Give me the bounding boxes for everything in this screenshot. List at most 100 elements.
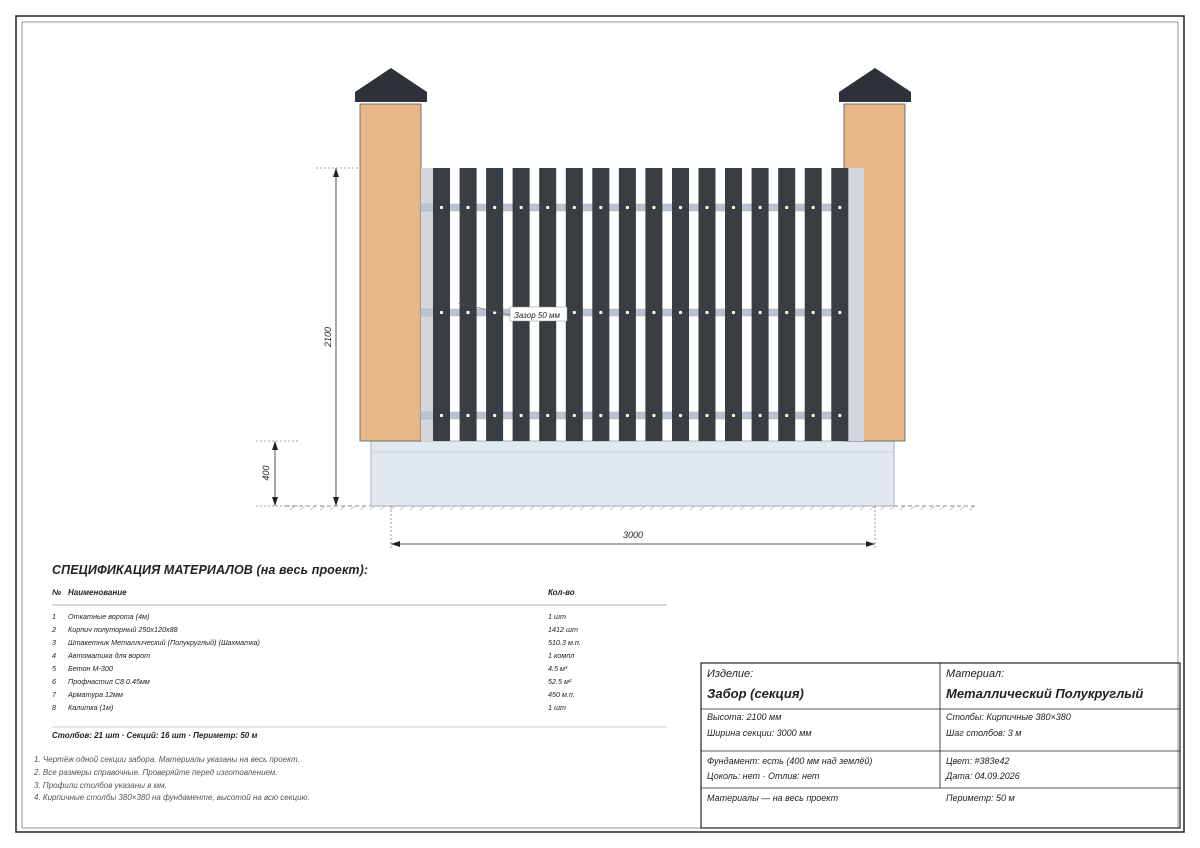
hatch-stroke — [749, 505, 756, 511]
hatch-stroke — [889, 505, 896, 511]
hatch-stroke — [549, 505, 556, 511]
spec-col-qty: Кол-во — [548, 588, 575, 597]
rivet — [652, 310, 656, 315]
rivet — [785, 310, 789, 315]
hatch-stroke — [849, 505, 856, 511]
rivet — [758, 413, 762, 418]
rivet — [625, 310, 630, 315]
hatch-stroke — [679, 505, 686, 511]
hatch-stroke — [919, 505, 926, 511]
dim-base-label: 400 — [261, 465, 271, 480]
hatch-stroke — [329, 505, 336, 511]
picket — [565, 168, 583, 441]
hatch-stroke — [379, 505, 386, 511]
rivet — [439, 413, 444, 418]
hatch-stroke — [439, 505, 446, 511]
gap-leader — [457, 302, 511, 316]
hatch-stroke — [789, 505, 796, 511]
hatch-stroke — [459, 505, 466, 511]
title-block-grid — [700, 662, 1181, 829]
tb-material-label: Материал: — [946, 668, 1005, 680]
row-num: 4 — [52, 651, 56, 660]
rivet — [785, 205, 789, 210]
rivet — [493, 205, 497, 210]
hatch-stroke — [729, 505, 736, 511]
row-qty: 1412 шт — [548, 625, 578, 634]
tb-posts: Столбы: Кирпичные 380×380 — [946, 712, 1071, 722]
spec-col-num: № — [52, 588, 62, 597]
row-num: 6 — [52, 677, 56, 686]
picket — [672, 168, 689, 441]
table-row: 4 Автоматика для ворот 1 компл — [0, 651, 700, 664]
rivet — [705, 205, 709, 210]
picket — [751, 168, 769, 441]
dimension-height: 2100 — [316, 167, 360, 506]
hatch-stroke — [539, 505, 546, 511]
dimension-base: 400 — [256, 440, 300, 507]
row-num: 8 — [52, 703, 56, 712]
rivet — [678, 310, 683, 315]
rivet — [466, 205, 470, 210]
tb-product-label: Изделие: — [707, 668, 754, 680]
hatch-stroke — [959, 505, 966, 511]
hatch-stroke — [629, 505, 636, 511]
hatch-stroke — [669, 505, 676, 511]
row-name: Откатные ворота (4м) — [68, 612, 150, 621]
hatch-stroke — [969, 505, 976, 511]
table-row: 2 Кирпич полуторный 250x120x88 1412 шт — [0, 625, 700, 638]
hatch-stroke — [479, 505, 486, 511]
hatch-stroke — [369, 505, 376, 511]
hatch-stroke — [879, 505, 886, 511]
row-qty: 1 шт — [548, 612, 566, 621]
left-post-cap — [355, 68, 427, 102]
note-3: 3. Профили столбов указаны в мм. — [34, 781, 167, 790]
picket — [618, 168, 636, 441]
row-qty: 510.3 м.п. — [548, 638, 581, 647]
hatch-stroke — [489, 505, 496, 511]
row-num: 3 — [52, 638, 56, 647]
rivet — [838, 310, 842, 315]
row-name: Штакетник Металлический (Полукруглый) (Ш… — [68, 638, 260, 647]
rivet — [652, 205, 656, 210]
hatch-stroke — [349, 505, 356, 511]
hatch-stroke — [929, 505, 936, 511]
row-qty: 1 шт — [548, 703, 566, 712]
rivet — [758, 205, 762, 210]
spec-title: СПЕЦИФИКАЦИЯ МАТЕРИАЛОВ (на весь проект)… — [52, 563, 369, 577]
rivet — [546, 205, 550, 210]
row-num: 7 — [52, 690, 56, 699]
rivet — [838, 205, 842, 210]
hatch-stroke — [899, 505, 906, 511]
row-name: Калитка (1м) — [68, 703, 114, 712]
rivet — [652, 413, 656, 418]
tb-date: Дата: 04.09.2026 — [946, 771, 1020, 781]
rivet — [705, 413, 709, 418]
dimension-width: 3000 — [390, 506, 876, 549]
rivet — [758, 310, 762, 315]
rivet — [678, 413, 683, 418]
hatch-stroke — [799, 505, 806, 511]
hatch-stroke — [639, 505, 646, 511]
hatch-stroke — [779, 505, 786, 511]
row-name: Бетон М-300 — [68, 664, 113, 673]
hatch-stroke — [579, 505, 586, 511]
row-qty: 450 м.п. — [548, 690, 575, 699]
rivet — [731, 205, 736, 210]
hatch-stroke — [449, 505, 456, 511]
hatch-stroke — [819, 505, 826, 511]
left-post-profile — [421, 168, 433, 441]
hatch-stroke — [689, 505, 696, 511]
tb-material-value: Металлический Полукруглый — [946, 686, 1144, 701]
hatch-stroke — [359, 505, 366, 511]
hatch-stroke — [309, 505, 316, 511]
picket — [831, 168, 849, 441]
hatch-stroke — [419, 505, 426, 511]
right-post-profile — [844, 168, 864, 441]
hatch-stroke — [869, 505, 876, 511]
hatch-stroke — [569, 505, 576, 511]
rivet — [599, 413, 603, 418]
rivet — [811, 413, 815, 418]
ground-hatch — [289, 505, 976, 511]
hatch-stroke — [769, 505, 776, 511]
